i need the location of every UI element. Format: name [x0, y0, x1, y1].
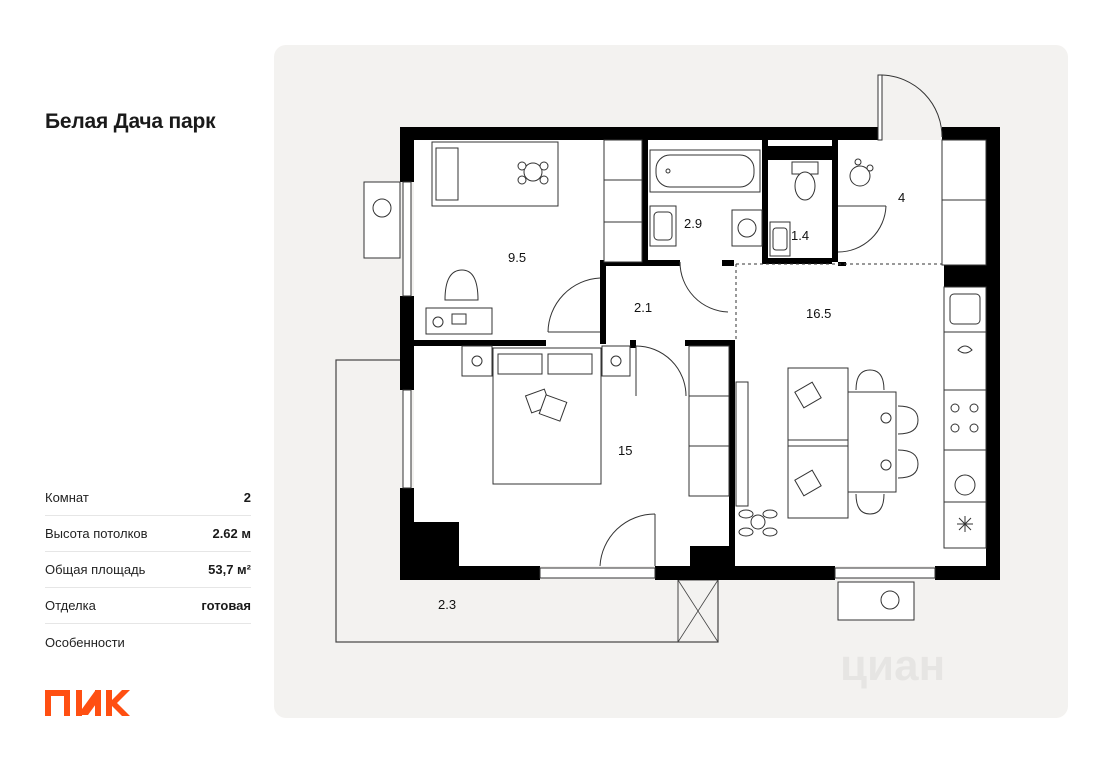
- interior-doors: [547, 205, 944, 567]
- spec-value: готовая: [201, 598, 251, 613]
- floor-plan: циан 9.5 2.9 1.4 4 2.1 16.5 15 2.3: [335, 74, 1000, 690]
- area-kitchen-living: 16.5: [806, 306, 831, 321]
- radiator-ac: [363, 181, 401, 259]
- spec-ceiling-height: Высота потолков 2.62 м: [45, 516, 251, 552]
- spec-label: Высота потолков: [45, 526, 148, 541]
- pik-logo: [45, 690, 130, 716]
- spec-features[interactable]: Особенности: [45, 624, 251, 660]
- area-bedroom-main: 15: [618, 443, 632, 458]
- washing-machine-icon: [731, 209, 763, 247]
- area-entrance: 4: [898, 190, 905, 205]
- toilet-icon: [791, 161, 819, 201]
- snowflake-icon: [957, 516, 973, 532]
- area-bathroom: 2.9: [684, 216, 702, 231]
- spec-value: 2: [243, 490, 251, 505]
- stove-icon: [950, 403, 979, 433]
- area-corridor: 2.1: [634, 300, 652, 315]
- desk-icon: [425, 269, 493, 335]
- wardrobe-icon: [688, 345, 730, 497]
- watermark: циан: [840, 641, 945, 690]
- specs-list: Комнат 2 Высота потолков 2.62 м Общая пл…: [45, 480, 251, 660]
- oven-icon: [954, 474, 976, 496]
- spec-label: Общая площадь: [45, 562, 146, 577]
- bathtub-icon: [649, 149, 761, 193]
- spec-value: 2.62 м: [212, 526, 251, 541]
- wardrobe-icon: [603, 139, 643, 263]
- sink-icon: [649, 205, 677, 247]
- kitchen-unit: [943, 286, 987, 549]
- shoe-rack-icon: [849, 139, 987, 266]
- air-conditioner-icon: [837, 581, 915, 621]
- sink-icon: [769, 221, 791, 257]
- area-balcony: 2.3: [438, 597, 456, 612]
- windows: [402, 181, 936, 579]
- page-title: Белая Дача парк: [45, 110, 216, 133]
- spec-finish: Отделка готовая: [45, 588, 251, 624]
- sofa-icon: [787, 367, 849, 519]
- spec-value: 53,7 м²: [208, 562, 251, 577]
- chair-icon: [517, 161, 549, 185]
- double-bed-icon: [461, 345, 631, 485]
- spec-label: Отделка: [45, 598, 96, 613]
- spec-total-area: Общая площадь 53,7 м²: [45, 552, 251, 588]
- dining-table-icon: [847, 369, 919, 515]
- area-toilet: 1.4: [791, 228, 809, 243]
- tv-stand-icon: [735, 381, 749, 507]
- plant-icon: [738, 509, 778, 537]
- spec-label: Комнат: [45, 490, 89, 505]
- area-bedroom-small: 9.5: [508, 250, 526, 265]
- entrance-door[interactable]: [877, 74, 943, 141]
- spec-label: Особенности: [45, 634, 125, 650]
- spec-rooms: Комнат 2: [45, 480, 251, 516]
- walls: [400, 127, 1000, 580]
